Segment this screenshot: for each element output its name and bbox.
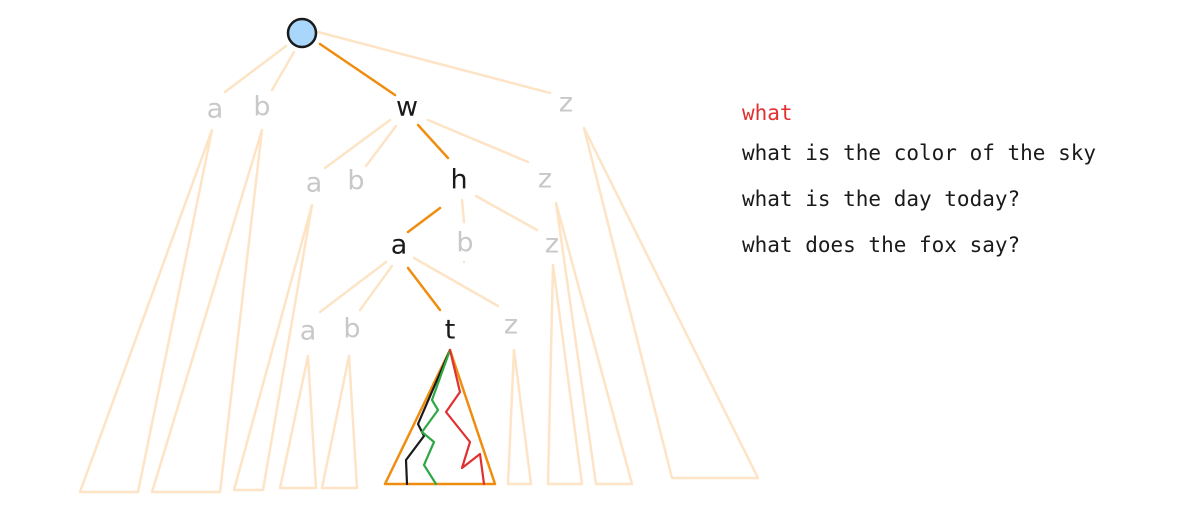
node-level3-a: a [391, 230, 408, 261]
edge-a-t [406, 266, 442, 312]
trie-root-node [286, 17, 318, 49]
edge-a-z [412, 256, 500, 308]
edge-root-a [223, 44, 288, 94]
edge-h-b [460, 198, 466, 224]
edge-w-a [323, 118, 392, 170]
node-level3-z: z [545, 229, 559, 260]
autocomplete-panel: what what is the color of the sky what i… [742, 96, 1096, 268]
suggestion-item[interactable]: what is the color of the sky [742, 141, 1097, 165]
subtree-z-level2 [554, 201, 634, 486]
node-level2-z: z [538, 164, 552, 195]
completion-path-black [404, 348, 452, 486]
edge-root-w [318, 42, 397, 97]
edge-w-h [416, 123, 450, 160]
node-level4-t: t [445, 315, 456, 346]
node-level2-a: a [306, 168, 323, 199]
subtree-z-level3 [546, 263, 584, 486]
completion-path-red [444, 348, 486, 486]
edge-w-b [364, 124, 398, 168]
query-text: what [742, 101, 793, 125]
subtree-b-level4 [320, 354, 359, 490]
node-level2-b: b [347, 166, 364, 197]
edge-h-a [406, 206, 442, 234]
subtree-a-level1 [78, 128, 214, 494]
active-edges [318, 42, 450, 312]
subtree-b-level1 [150, 128, 264, 494]
subtree-a-level4 [278, 354, 318, 490]
node-level3-b: b [456, 228, 473, 259]
node-level4-a: a [300, 316, 317, 347]
faded-edges [223, 30, 552, 314]
edge-w-z [426, 118, 530, 164]
completion-path-green [420, 348, 452, 486]
node-level1-w: w [396, 92, 418, 123]
node-level2-h: h [450, 165, 467, 196]
subtree-z-level4 [506, 348, 533, 486]
faded-subtrees [78, 126, 760, 494]
node-level1-a: a [207, 94, 224, 125]
edge-h-z [474, 194, 539, 232]
edge-a-b [358, 264, 394, 312]
subtree-t [383, 348, 497, 486]
node-level4-b: b [343, 314, 360, 345]
edge-root-b [270, 50, 296, 92]
node-level1-z: z [559, 88, 573, 119]
suggestion-item[interactable]: what does the fox say? [742, 233, 1021, 257]
node-level1-b: b [253, 92, 270, 123]
subtree-z-level1 [582, 126, 760, 480]
edge-root-z [316, 30, 552, 95]
edge-a-a [318, 260, 388, 314]
subtree-a-level2 [232, 203, 314, 492]
node-level4-z: z [504, 310, 518, 341]
suggestion-item[interactable]: what is the day today? [742, 187, 1021, 211]
